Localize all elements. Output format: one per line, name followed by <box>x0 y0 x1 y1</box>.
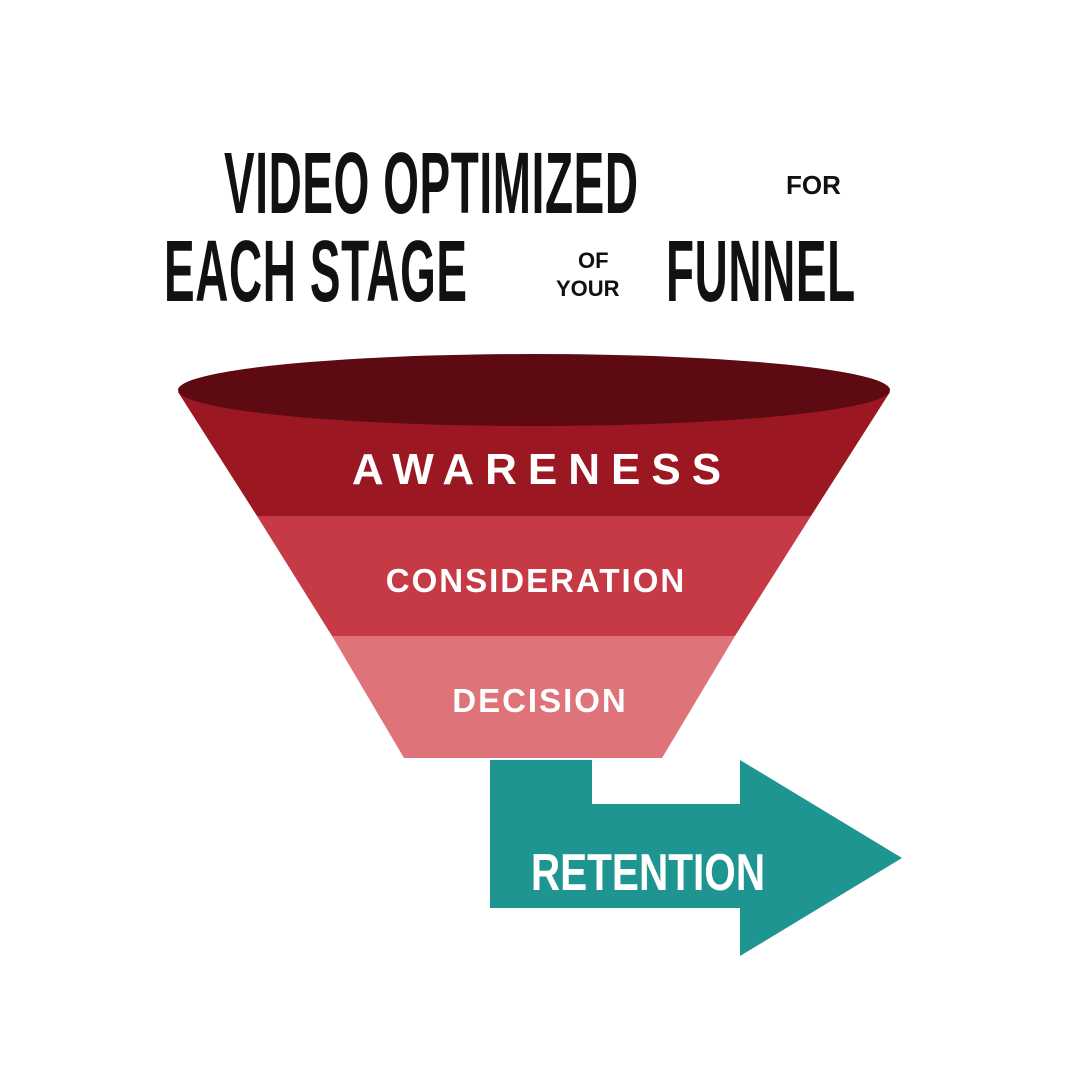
headline-your: YOUR <box>556 276 620 301</box>
headline-funnel: FUNNEL <box>666 222 856 321</box>
funnel-stage-consideration <box>257 516 811 636</box>
headline: VIDEO OPTIMIZED FOR EACH STAGE OF YOUR F… <box>0 0 1080 340</box>
stage-label-decision: DECISION <box>452 682 628 719</box>
funnel-stage-decision <box>332 636 735 758</box>
stage-label-awareness: AWARENESS <box>352 445 732 494</box>
stage-label-consideration: CONSIDERATION <box>386 562 686 599</box>
headline-each-stage: EACH STAGE <box>164 222 468 321</box>
funnel-rim <box>178 354 890 426</box>
retention-arrow <box>490 760 902 956</box>
funnel-stage-awareness <box>178 392 890 516</box>
headline-of: OF <box>578 248 609 273</box>
retention-label: RETENTION <box>531 843 765 901</box>
headline-video-optimized: VIDEO OPTIMIZED <box>224 134 639 233</box>
headline-for: FOR <box>786 170 841 200</box>
